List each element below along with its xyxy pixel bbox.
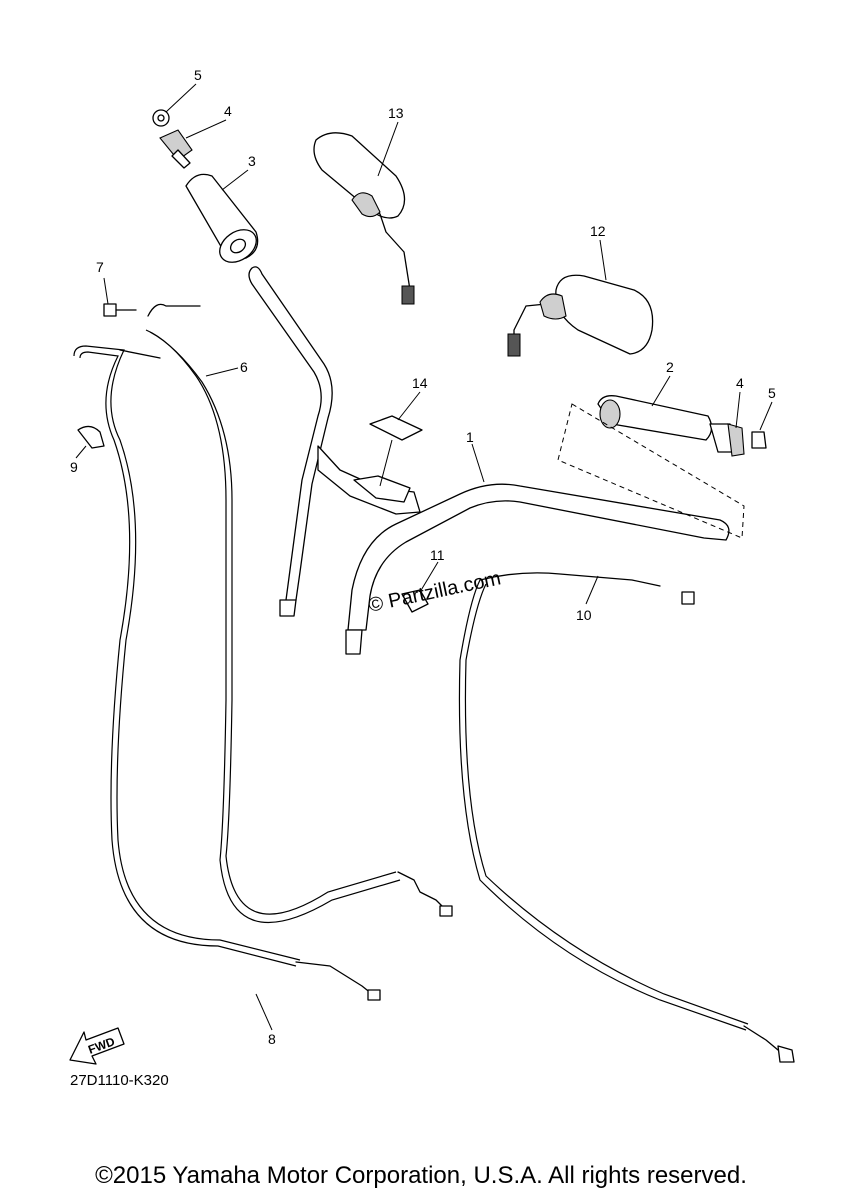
callout-4-right: 4	[736, 375, 744, 391]
clutch-cable-part-8	[73, 345, 381, 1001]
callout-6: 6	[240, 359, 248, 375]
right-grip-assembly-outline	[557, 403, 745, 539]
callout-4-left: 4	[224, 103, 232, 119]
brake-cable-part-10	[458, 572, 795, 1063]
left-grip-part-3	[185, 173, 259, 263]
pad-part-14	[369, 415, 423, 441]
left-bar-end-weight-part-4	[159, 129, 193, 169]
copyright-notice: ©2015 Yamaha Motor Corporation, U.S.A. A…	[95, 1162, 747, 1189]
callout-14: 14	[412, 375, 428, 391]
cable-holder-part-9	[77, 425, 105, 449]
cable-clamp-part-11	[401, 589, 429, 613]
partzilla-watermark: © Partzilla.com	[366, 567, 502, 617]
leader-lines	[75, 83, 773, 1031]
diagram-code: 27D1110-K320	[70, 1072, 169, 1089]
callout-8: 8	[268, 1031, 276, 1047]
right-nut-part-5	[751, 431, 767, 449]
right-mirror-part-13	[313, 132, 415, 305]
callout-5-right: 5	[768, 385, 776, 401]
screw-part-7	[103, 303, 137, 317]
callout-1: 1	[466, 429, 474, 445]
right-grip-part-2	[597, 395, 713, 441]
callout-5-left: 5	[194, 67, 202, 83]
callout-11: 11	[430, 547, 445, 563]
callout-2: 2	[666, 359, 674, 375]
callout-10: 10	[576, 607, 592, 623]
callout-3: 3	[248, 153, 256, 169]
throttle-cable-part-6	[119, 303, 453, 924]
callout-9: 9	[70, 459, 78, 475]
fwd-arrow-icon: FWD	[69, 1027, 125, 1065]
callout-12: 12	[590, 223, 606, 239]
callout-13: 13	[388, 105, 404, 121]
left-nut-part-5	[152, 109, 170, 127]
callout-7: 7	[96, 259, 104, 275]
left-mirror-part-12	[507, 274, 654, 357]
right-bar-end-weight-part-4	[709, 423, 745, 457]
handlebar-part-1	[248, 266, 730, 655]
